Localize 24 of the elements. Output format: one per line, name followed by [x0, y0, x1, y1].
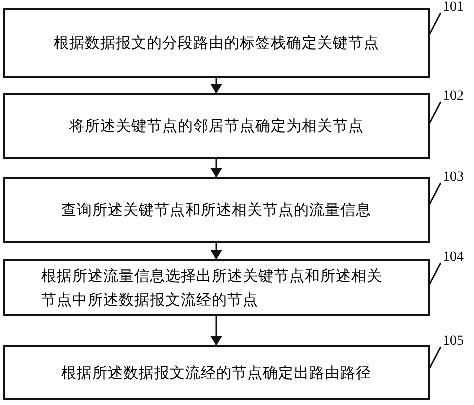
leader-line: [429, 102, 442, 124]
step-text: 根据数据报文的分段路由的标签栈确定关键节点: [54, 33, 380, 54]
leader-line: [429, 262, 442, 284]
step-text: 查询所述关键节点和所述相关节点的流量信息: [62, 200, 372, 221]
arrow: [210, 243, 222, 260]
step-number: 101: [443, 0, 464, 16]
process-box: [3, 177, 430, 243]
arrow: [210, 316, 222, 346]
arrow: [210, 159, 222, 178]
leader-line: [429, 12, 442, 34]
step-text: 根据所述流量信息选择出所述关键节点和所述相关节点中所述数据报文流经的节点: [42, 266, 384, 310]
step-text: 将所述关键节点的邻居节点确定为相关节点: [69, 116, 364, 137]
process-box: [3, 345, 430, 400]
process-box: [3, 8, 430, 78]
step-text: 根据所述数据报文流经的节点确定出路由路径: [62, 362, 372, 384]
leader-line: [429, 346, 442, 368]
step-number: 102: [443, 89, 464, 105]
arrow: [210, 78, 222, 94]
leader-line: [429, 182, 442, 204]
step-number: 105: [443, 334, 464, 350]
step-number: 104: [443, 250, 464, 266]
process-box: [3, 259, 430, 316]
process-box: [3, 93, 430, 159]
step-number: 103: [443, 170, 464, 186]
